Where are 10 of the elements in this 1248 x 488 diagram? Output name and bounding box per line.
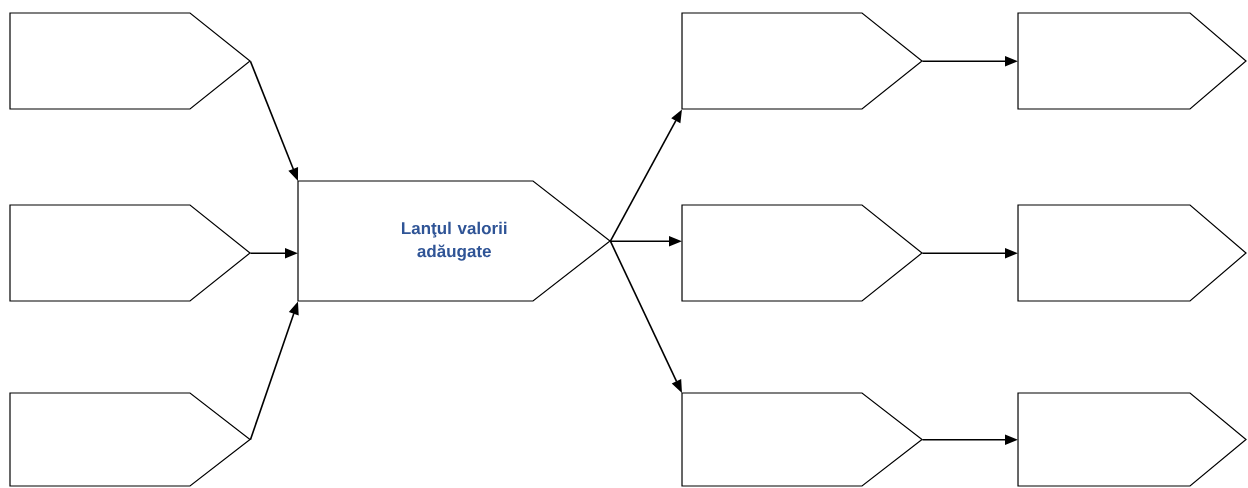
pentagon-box xyxy=(1017,204,1247,302)
pentagon-box xyxy=(681,392,923,487)
pentagon-box xyxy=(1017,12,1247,110)
pentagon-box xyxy=(1017,392,1247,487)
pentagon-box xyxy=(681,204,923,302)
pentagon-box xyxy=(9,392,251,487)
pentagon-box xyxy=(9,204,251,302)
pentagon-box xyxy=(9,12,251,110)
pentagon-box xyxy=(681,12,923,110)
arrow-box: Lanţul valorii adăugate xyxy=(297,180,611,302)
